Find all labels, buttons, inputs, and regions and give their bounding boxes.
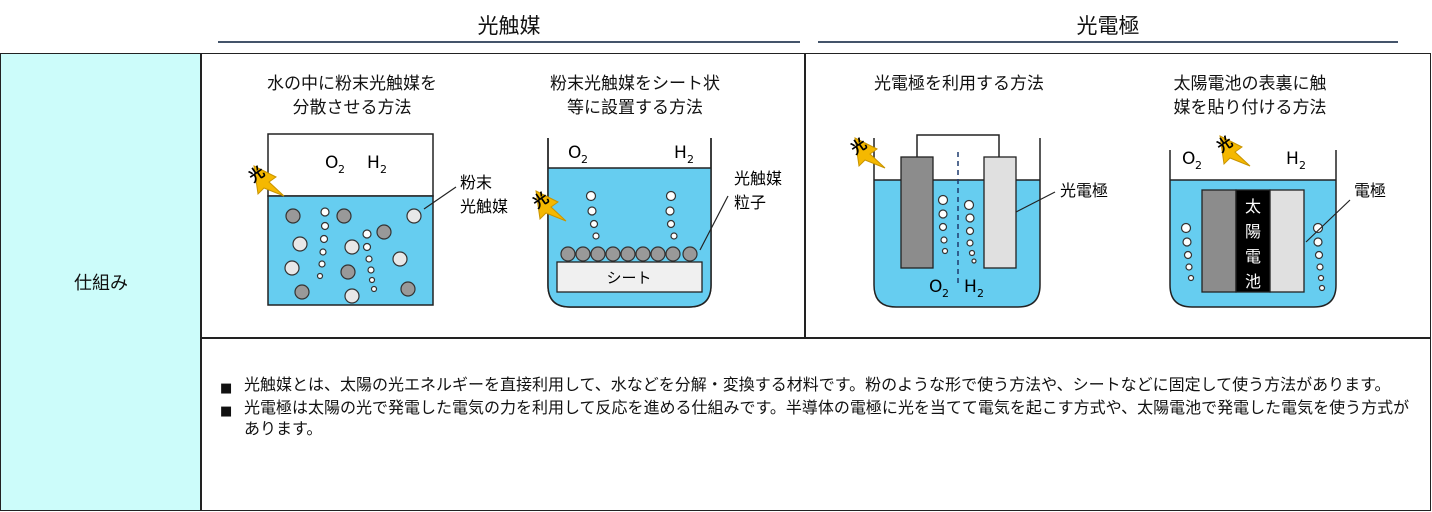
d4-solar-char-3: 池 (1245, 272, 1261, 291)
d3-label-photoelectrode: 光電極 (1060, 181, 1108, 200)
d1-o2-sub: 2 (338, 163, 345, 176)
row-label: 仕組み (74, 273, 128, 294)
description-item: ■ 光触媒とは、太陽の光エネルギーを直接利用して、水などを分解・変換する材料です… (218, 374, 1413, 396)
d4-solar-char-0: 太 (1245, 197, 1261, 216)
diagram-solar-cell: O 2 H 2 太 陽 電 池 光 電極 (1169, 133, 1386, 308)
bullet-square: ■ (220, 404, 233, 419)
d2-sheet-label: シート (606, 269, 651, 287)
d4-o2: O (1182, 149, 1195, 169)
caption-photoelectrode-method: 光電極を利用する方法 (874, 74, 1044, 94)
d2-h2: H (674, 143, 687, 163)
d1-o2: O (325, 153, 338, 173)
d1-particle (294, 284, 310, 300)
d1-particle (336, 208, 352, 224)
d4-solar-char-1: 陽 (1245, 222, 1261, 241)
d4-label-electrode: 電極 (1354, 181, 1386, 200)
header-rule-photocatalyst (218, 41, 800, 43)
caption-sheet: 粉末光触媒をシート状 等に設置する方法 (550, 74, 720, 118)
d2-label-line1: 光触媒 (734, 169, 782, 188)
bullet-square: ■ (220, 381, 233, 396)
d1-particle (292, 236, 308, 252)
d4-solar-char-2: 電 (1245, 247, 1261, 266)
cell-descriptions (200, 337, 1431, 511)
d3-h2: H (964, 277, 977, 297)
row-label-cell: 仕組み (0, 53, 202, 511)
diagram-sheet: O 2 H 2 シート 光 光触媒 粒子 (529, 138, 782, 308)
d4-h2-sub: 2 (1299, 159, 1306, 172)
description-text: 光電極は太陽の光で発電した電気の力を利用して反応を進める仕組みです。半導体の電極… (244, 398, 1410, 438)
d1-label-powder-line1: 粉末 (460, 173, 492, 192)
d3-o2-sub: 2 (942, 287, 949, 300)
cell-photocatalyst-diagrams (200, 53, 806, 339)
d1-particle (400, 281, 416, 297)
description-text: 光触媒とは、太陽の光エネルギーを直接利用して、水などを分解・変換する材料です。粉… (244, 375, 1391, 394)
d1-particle (344, 288, 360, 304)
d2-h2-sub: 2 (687, 153, 694, 166)
cell-photoelectrode-diagrams (804, 53, 1431, 339)
d1-particle (392, 251, 408, 267)
diagram-photoelectrode: O 2 H 2 光 光電極 (847, 134, 1108, 308)
d2-label-line2: 粒子 (734, 193, 766, 212)
caption-solar-cell: 太陽電池の表裏に触 媒を貼り付ける方法 (1173, 74, 1327, 118)
d2-o2: O (568, 143, 581, 163)
d1-h2: H (367, 153, 380, 173)
caption-powder-in-water: 水の中に粉末光触媒を 分散させる方法 (267, 74, 437, 118)
d4-o2-sub: 2 (1195, 159, 1202, 172)
d4-h2: H (1286, 149, 1299, 169)
header-photocatalyst: 光触媒 (477, 14, 541, 38)
description-item: ■ 光電極は太陽の光で発電した電気の力を利用して反応を進める仕組みです。半導体の… (218, 397, 1413, 439)
d1-h2-sub: 2 (380, 163, 387, 176)
d1-label-powder-line2: 光触媒 (460, 197, 508, 216)
d3-o2: O (929, 277, 942, 297)
descriptions: ■ 光触媒とは、太陽の光エネルギーを直接利用して、水などを分解・変換する材料です… (218, 374, 1413, 439)
d1-particle (376, 224, 392, 240)
d1-particle (285, 208, 301, 224)
d1-particle (344, 239, 360, 255)
d3-h2-sub: 2 (977, 287, 984, 300)
diagram-powder-in-water: O 2 H 2 光 粉末 光触媒 (245, 133, 508, 306)
header-rule-photoelectrode (818, 41, 1398, 43)
d1-particle (340, 264, 356, 280)
d2-o2-sub: 2 (581, 153, 588, 166)
d1-particle (284, 260, 300, 276)
header-photoelectrode: 光電極 (1076, 14, 1140, 38)
d1-particle (406, 208, 422, 224)
